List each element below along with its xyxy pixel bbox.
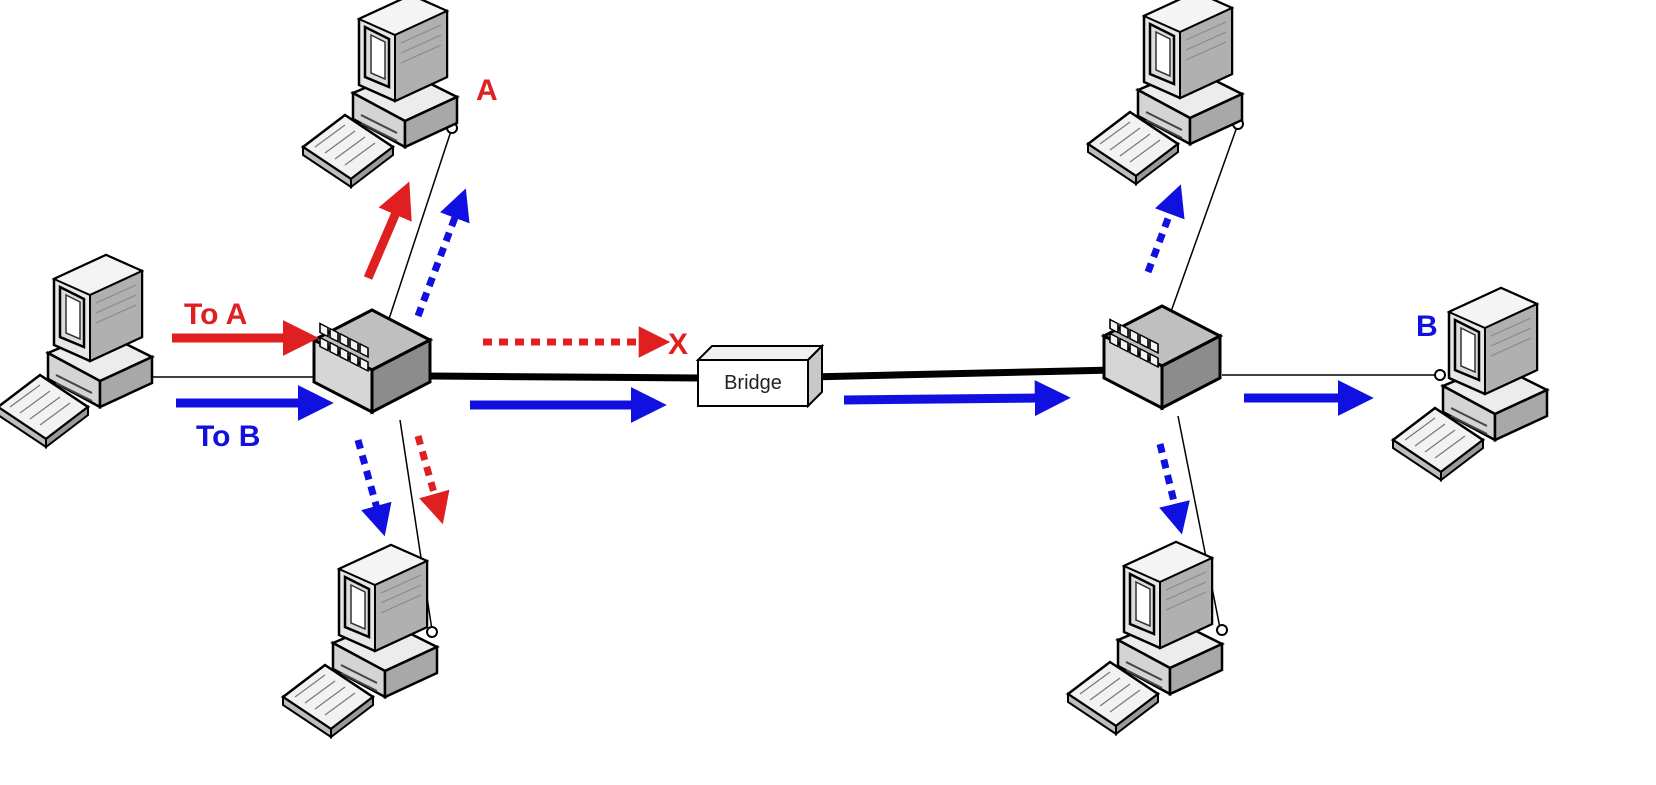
port-b — [1434, 369, 1446, 381]
port-bottom-left — [426, 626, 438, 638]
computer-icon — [1066, 540, 1224, 736]
port-bottom-right — [1216, 624, 1228, 636]
switch-icon — [1102, 304, 1222, 410]
computer-icon — [281, 543, 439, 739]
cable-pc-top-right — [1167, 123, 1239, 321]
cable-pc-a — [387, 127, 453, 323]
computer-icon — [0, 253, 154, 449]
to-b-flood-arrow-down — [354, 439, 392, 537]
switch-icon — [312, 308, 432, 414]
label-to-b: To B — [196, 420, 260, 453]
bridge-label: Bridge — [724, 372, 782, 394]
cables — [150, 118, 1446, 638]
to-b-flood-arrow-top-right — [1144, 184, 1185, 274]
trunk-right — [809, 366, 1115, 381]
computer-icon — [1086, 0, 1244, 186]
label-node-a: A — [476, 74, 498, 107]
to-b-trunk-arrow — [843, 380, 1071, 417]
to-a-forward-arrow — [363, 181, 412, 280]
label-blocked-x: X — [668, 328, 688, 361]
trunk-left — [429, 372, 699, 382]
to-a-traffic — [172, 181, 671, 525]
label-to-a: To A — [184, 298, 247, 331]
to-b-flood-arrow-bottom-right — [1156, 443, 1190, 535]
to-b-flood-arrow-up — [414, 188, 470, 318]
to-b-traffic — [176, 184, 1374, 537]
label-node-b: B — [1416, 310, 1438, 343]
to-a-flood-arrow — [414, 435, 450, 525]
computer-icon — [301, 0, 459, 189]
bridge-box: Bridge — [695, 343, 825, 409]
